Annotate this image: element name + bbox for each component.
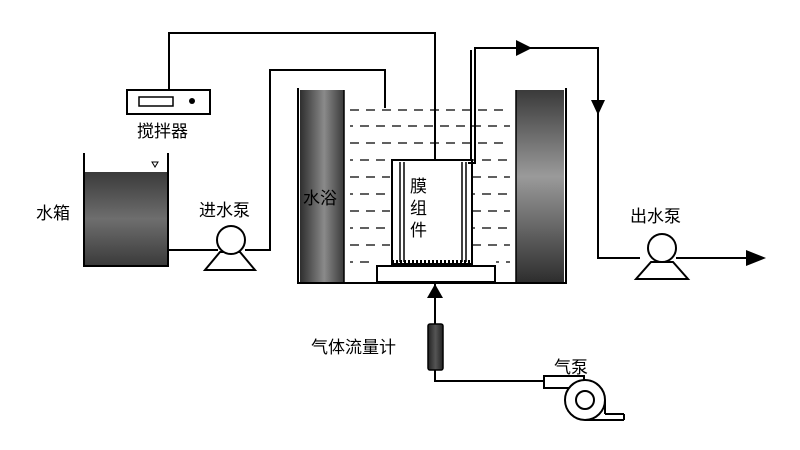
gas-pipe <box>434 370 552 382</box>
water-level-marker <box>151 161 159 168</box>
discharge-arrow-icon <box>746 250 766 266</box>
inlet-pipe-pump-to-reactor <box>245 69 386 251</box>
air-pump-label: 气泵 <box>554 358 588 378</box>
effluent-pipe <box>468 47 640 259</box>
stirrer: 搅拌器 <box>126 89 211 142</box>
stirrer-knob <box>189 98 195 104</box>
air-pump: 气泵 <box>543 358 625 421</box>
stirrer-label: 搅拌器 <box>137 122 188 142</box>
water-bath-label: 水浴 <box>303 189 337 209</box>
water-tank: 水箱 <box>36 153 169 267</box>
inlet-pump: 进水泵 <box>199 201 258 271</box>
outlet-pump-label: 出水泵 <box>630 207 681 227</box>
inlet-pump-label: 进水泵 <box>199 201 250 221</box>
reactor-water <box>350 109 510 263</box>
stirrer-display <box>138 96 174 107</box>
membrane-label-1: 膜 <box>410 177 427 197</box>
flow-arrow-down-icon <box>591 100 605 115</box>
water-tank-label: 水箱 <box>36 204 70 224</box>
flow-arrow-right-icon <box>516 40 532 56</box>
gas-flow-arrow-icon <box>427 284 443 298</box>
gas-flowmeter-label: 气体流量计 <box>311 338 396 358</box>
membrane-label-2: 组 <box>410 199 427 219</box>
aerator-plate <box>376 265 496 283</box>
membrane-label-3: 件 <box>410 221 427 241</box>
membrane-module: 膜 组 件 <box>391 159 473 265</box>
water-bath: 水浴 <box>297 88 567 284</box>
gas-flowmeter: 气体流量计 <box>311 323 444 371</box>
outlet-pump: 出水泵 <box>630 207 691 280</box>
